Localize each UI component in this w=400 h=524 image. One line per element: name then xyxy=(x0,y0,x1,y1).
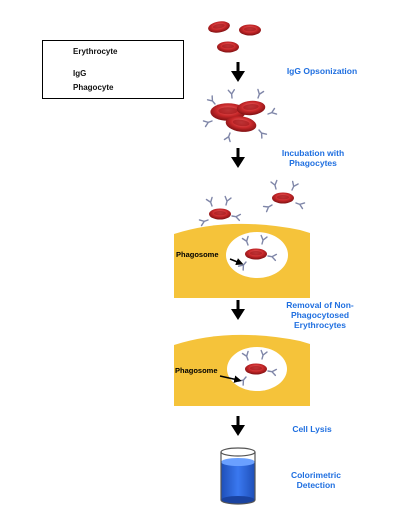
legend-label-igg: IgG xyxy=(73,69,87,78)
phagosome-label-1: Phagosome xyxy=(176,250,219,259)
phagocyte-2 xyxy=(174,334,310,406)
step-label-igg-opsonization: IgG Opsonization xyxy=(286,66,358,76)
legend: Erythrocyte IgG Phagocyte xyxy=(42,40,184,99)
opsonized-erythrocyte-cluster xyxy=(202,88,278,143)
step-label-removal: Removal of Non-Phagocytosed Erythrocytes xyxy=(286,300,354,330)
step-label-colorimetric-detection: Colorimetric Detection xyxy=(290,470,342,490)
legend-label-erythrocyte: Erythrocyte xyxy=(73,47,118,56)
step-label-cell-lysis: Cell Lysis xyxy=(292,424,332,434)
phagosome-label-2: Phagosome xyxy=(175,366,218,375)
phagocyte-1 xyxy=(174,223,310,298)
step-label-incubation: Incubation with Phagocytes xyxy=(281,148,345,168)
opsonized-erythrocytes-floating xyxy=(198,179,306,227)
legend-label-phagocyte: Phagocyte xyxy=(73,83,114,92)
starting-erythrocytes xyxy=(207,19,261,53)
beaker-icon xyxy=(220,447,256,505)
flow-arrows xyxy=(231,62,245,436)
